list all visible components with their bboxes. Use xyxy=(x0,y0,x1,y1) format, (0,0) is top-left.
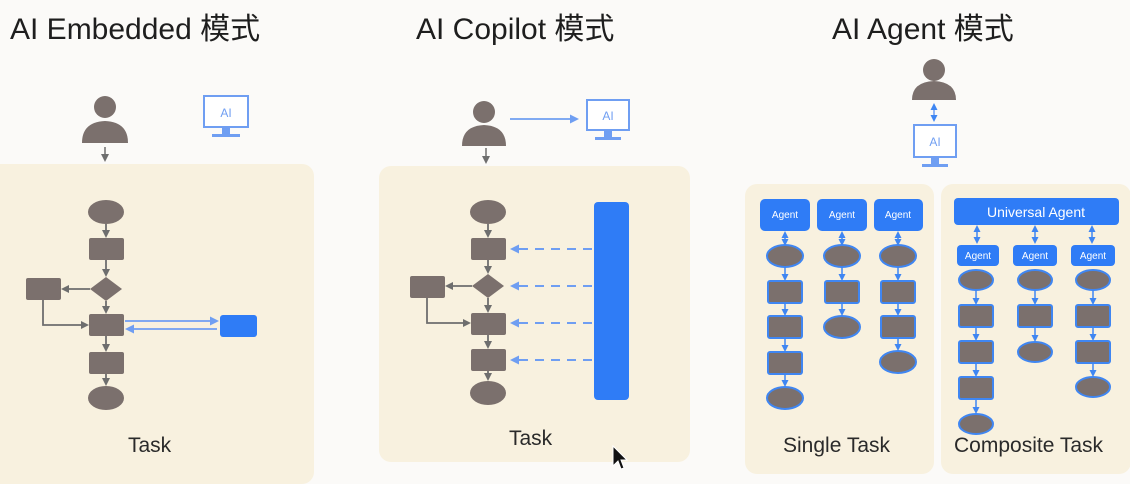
embedded-ai-link xyxy=(125,316,219,334)
embedded-flowchart xyxy=(26,200,124,410)
composite-task-agents: Agent Agent Agent xyxy=(957,245,1115,266)
embedded-mode-title: AI Embedded 模式 xyxy=(10,13,261,46)
svg-text:Universal Agent: Universal Agent xyxy=(987,204,1085,220)
agent-ai-monitor-icon: AI xyxy=(913,124,957,167)
universal-agent-box xyxy=(954,198,1119,225)
embedded-ai-monitor-icon: AI xyxy=(203,95,249,137)
svg-text:Agent: Agent xyxy=(772,210,798,221)
svg-text:Agent: Agent xyxy=(1080,251,1106,262)
copilot-user-icon xyxy=(462,101,506,146)
copilot-flowchart xyxy=(410,200,506,405)
single-task-label: Single Task xyxy=(783,434,891,457)
copilot-task-label: Task xyxy=(509,427,553,450)
copilot-assist-arrows xyxy=(510,244,592,365)
copilot-task-panel xyxy=(379,166,690,462)
svg-text:AI: AI xyxy=(220,106,231,120)
svg-text:Agent: Agent xyxy=(1022,251,1048,262)
svg-text:AI: AI xyxy=(929,135,940,149)
embedded-task-label: Task xyxy=(128,434,172,457)
mouse-cursor-icon xyxy=(612,445,628,470)
svg-text:Agent: Agent xyxy=(829,210,855,221)
copilot-ai-bar xyxy=(594,202,629,400)
copilot-mode-title: AI Copilot 模式 xyxy=(416,13,615,46)
copilot-ai-monitor-icon: AI xyxy=(586,99,630,140)
svg-text:Agent: Agent xyxy=(965,251,991,262)
embedded-ai-block xyxy=(220,315,257,337)
mode-diagrams: AI AI xyxy=(26,59,1119,435)
svg-text:AI: AI xyxy=(602,109,613,123)
embedded-task-panel xyxy=(0,164,314,484)
agent-mode-title: AI Agent 模式 xyxy=(832,13,1014,46)
single-task-agents: Agent Agent Agent xyxy=(760,199,923,231)
agent-user-icon xyxy=(912,59,956,100)
composite-task-label: Composite Task xyxy=(954,434,1104,457)
svg-text:Agent: Agent xyxy=(885,210,911,221)
embedded-user-icon xyxy=(82,96,128,143)
